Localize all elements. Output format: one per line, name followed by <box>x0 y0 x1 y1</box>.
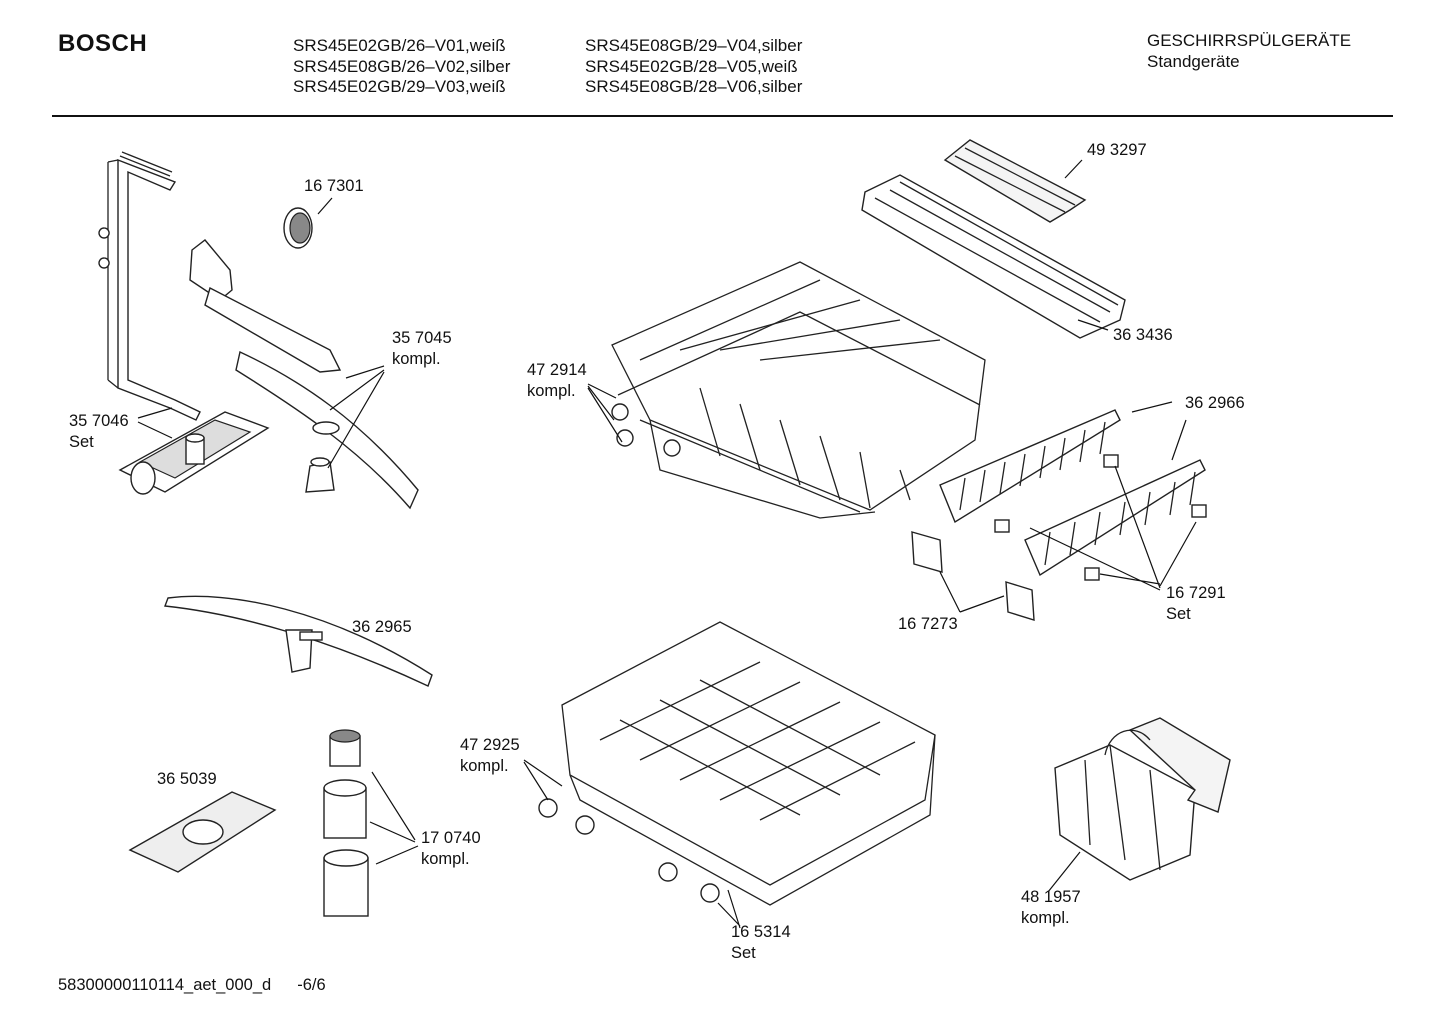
page-number: -6/6 <box>297 976 326 994</box>
part-number: 49 3297 <box>1087 141 1147 159</box>
part-number: 35 7046 <box>69 412 129 430</box>
part-number: 16 7301 <box>304 177 364 195</box>
supply-pipe-drawing <box>98 151 201 421</box>
model-entry: SRS45E02GB/26–V01,weiß <box>293 36 506 55</box>
upper-basket-drawing <box>611 261 986 519</box>
part-note: kompl. <box>1021 908 1070 927</box>
part-label-167301: 16 7301 <box>304 176 364 197</box>
model-entry: SRS45E02GB/28–V05,weiß <box>585 56 798 76</box>
part-number: 36 5039 <box>157 770 217 788</box>
part-label-363436: 36 3436 <box>1113 325 1173 346</box>
part-label-357045: 35 7045 kompl. <box>392 328 452 369</box>
part-note: Set <box>731 943 756 962</box>
part-label-170740: 17 0740 kompl. <box>421 828 481 869</box>
category-subtitle: Standgeräte <box>1147 51 1240 71</box>
part-label-362965: 36 2965 <box>352 617 412 638</box>
part-label-362966: 36 2966 <box>1185 393 1245 414</box>
sump-filter-drawing <box>118 411 270 495</box>
part-number: 48 1957 <box>1021 888 1081 906</box>
header-divider <box>52 115 1393 117</box>
category-title: GESCHIRRSPÜLGERÄTE <box>1147 31 1352 50</box>
part-number: 17 0740 <box>421 829 481 847</box>
part-number: 47 2925 <box>460 736 520 754</box>
brand-logo: BOSCH <box>58 30 148 57</box>
part-label-365039: 36 5039 <box>157 769 217 790</box>
model-entry: SRS45E08GB/29–V04,silber <box>585 36 803 55</box>
leader-lines <box>137 159 1197 929</box>
part-number: 16 7291 <box>1166 584 1226 602</box>
cutlery-tray-drawing <box>861 139 1126 339</box>
part-number: 16 7273 <box>898 615 958 633</box>
part-label-472925: 47 2925 kompl. <box>460 735 520 776</box>
part-number: 35 7045 <box>392 329 452 347</box>
part-number: 47 2914 <box>527 361 587 379</box>
filter-combination-drawing <box>323 729 369 917</box>
document-id: 58300000110114_aet_000_d <box>58 976 272 994</box>
model-list-col2: SRS45E08GB/29–V04,silber SRS45E02GB/28–V… <box>585 36 802 98</box>
category-block: GESCHIRRSPÜLGERÄTE Standgeräte <box>1147 31 1351 72</box>
part-label-472914: 47 2914 kompl. <box>527 360 587 401</box>
part-label-493297: 49 3297 <box>1087 140 1147 161</box>
part-note: kompl. <box>527 381 576 400</box>
lower-spray-arm-drawing <box>164 595 433 687</box>
footer: 58300000110114_aet_000_d -6/6 <box>58 976 352 995</box>
part-number: 36 3436 <box>1113 326 1173 344</box>
clips-drawing <box>911 454 1207 621</box>
part-number: 36 2965 <box>352 618 412 636</box>
lower-basket-drawing <box>538 621 936 906</box>
model-entry: SRS45E02GB/29–V03,weiß <box>293 77 506 96</box>
part-note: kompl. <box>460 756 509 775</box>
model-list-col1: SRS45E02GB/26–V01,weiß SRS45E08GB/26–V02… <box>293 36 510 98</box>
part-label-167273: 16 7273 <box>898 614 958 635</box>
upper-spray-assembly-drawing <box>189 239 419 510</box>
model-entry: SRS45E08GB/28–V06,silber <box>585 77 803 96</box>
part-label-481957: 48 1957 kompl. <box>1021 887 1081 928</box>
part-note: Set <box>1166 604 1191 623</box>
part-note: Set <box>69 432 94 451</box>
part-number: 36 2966 <box>1185 394 1245 412</box>
model-entry: SRS45E08GB/26–V02,silber <box>293 56 511 76</box>
part-note: kompl. <box>421 849 470 868</box>
filter-plate-drawing <box>128 791 277 873</box>
part-number: 16 5314 <box>731 923 791 941</box>
cutlery-basket-drawing <box>1054 717 1231 881</box>
filter-insert-drawing <box>283 207 313 249</box>
tine-rows-drawing <box>939 409 1206 577</box>
part-note: kompl. <box>392 349 441 368</box>
